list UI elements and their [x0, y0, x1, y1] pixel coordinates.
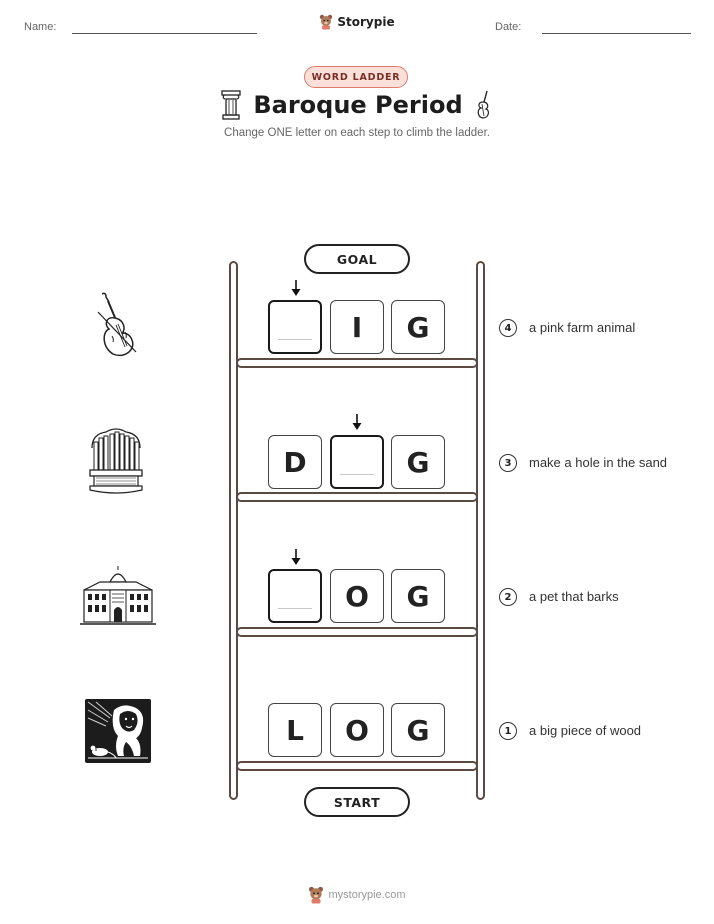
word-ladder-badge: WORD LADDER	[304, 66, 408, 88]
ladder-left-rail	[229, 261, 238, 800]
bear-mascot-icon	[320, 14, 333, 30]
bear-mascot-icon	[309, 886, 324, 904]
letter-tile: G	[391, 300, 445, 354]
instructions: Change ONE letter on each step to climb …	[224, 127, 490, 139]
title-row: Baroque Period	[0, 90, 714, 120]
ladder-right-rail	[476, 261, 485, 800]
letter-tile: G	[391, 435, 445, 489]
step-number: 4	[499, 319, 517, 337]
letter-tile: G	[391, 703, 445, 757]
letter-tile-blank[interactable]	[330, 435, 384, 489]
palace-icon	[80, 566, 156, 625]
ladder-rung	[236, 358, 478, 368]
date-line[interactable]	[542, 33, 691, 34]
letter-tile: O	[330, 703, 384, 757]
ladder-rung	[236, 492, 478, 502]
step-number: 3	[499, 454, 517, 472]
footer-url[interactable]: mystorypie.com	[328, 889, 406, 901]
step-number: 2	[499, 588, 517, 606]
brand-name: Storypie	[337, 15, 395, 29]
letter-tile-blank[interactable]	[268, 569, 322, 623]
step-number: 1	[499, 722, 517, 740]
violin-icon	[477, 90, 489, 119]
page-title: Baroque Period	[253, 91, 463, 119]
lion-and-mouse-icon	[85, 699, 151, 763]
letter-tile: D	[268, 435, 322, 489]
letter-tile-blank[interactable]	[268, 300, 322, 354]
letter-tile: G	[391, 569, 445, 623]
down-arrow-icon	[352, 414, 362, 430]
down-arrow-icon	[291, 549, 301, 565]
column-icon	[221, 90, 241, 120]
clue-text: make a hole in the sand	[529, 455, 668, 470]
name-line[interactable]	[72, 33, 257, 34]
down-arrow-icon	[291, 280, 301, 296]
clue-text: a pink farm animal	[529, 320, 636, 335]
letter-tile: L	[268, 703, 322, 757]
name-label: Name:	[24, 21, 57, 33]
clue-text: a big piece of wood	[529, 723, 642, 738]
date-label: Date:	[495, 21, 522, 33]
violin-icon	[97, 292, 137, 357]
ladder-rung	[236, 627, 478, 637]
start-label: START	[304, 787, 410, 817]
footer: mystorypie.com	[0, 886, 714, 904]
clue-text: a pet that barks	[529, 589, 619, 604]
goal-label: GOAL	[304, 244, 410, 274]
ladder-rung	[236, 761, 478, 771]
letter-tile: I	[330, 300, 384, 354]
letter-tile: O	[330, 569, 384, 623]
brand-logo: Storypie	[0, 14, 714, 30]
pipe-organ-icon	[89, 428, 143, 494]
